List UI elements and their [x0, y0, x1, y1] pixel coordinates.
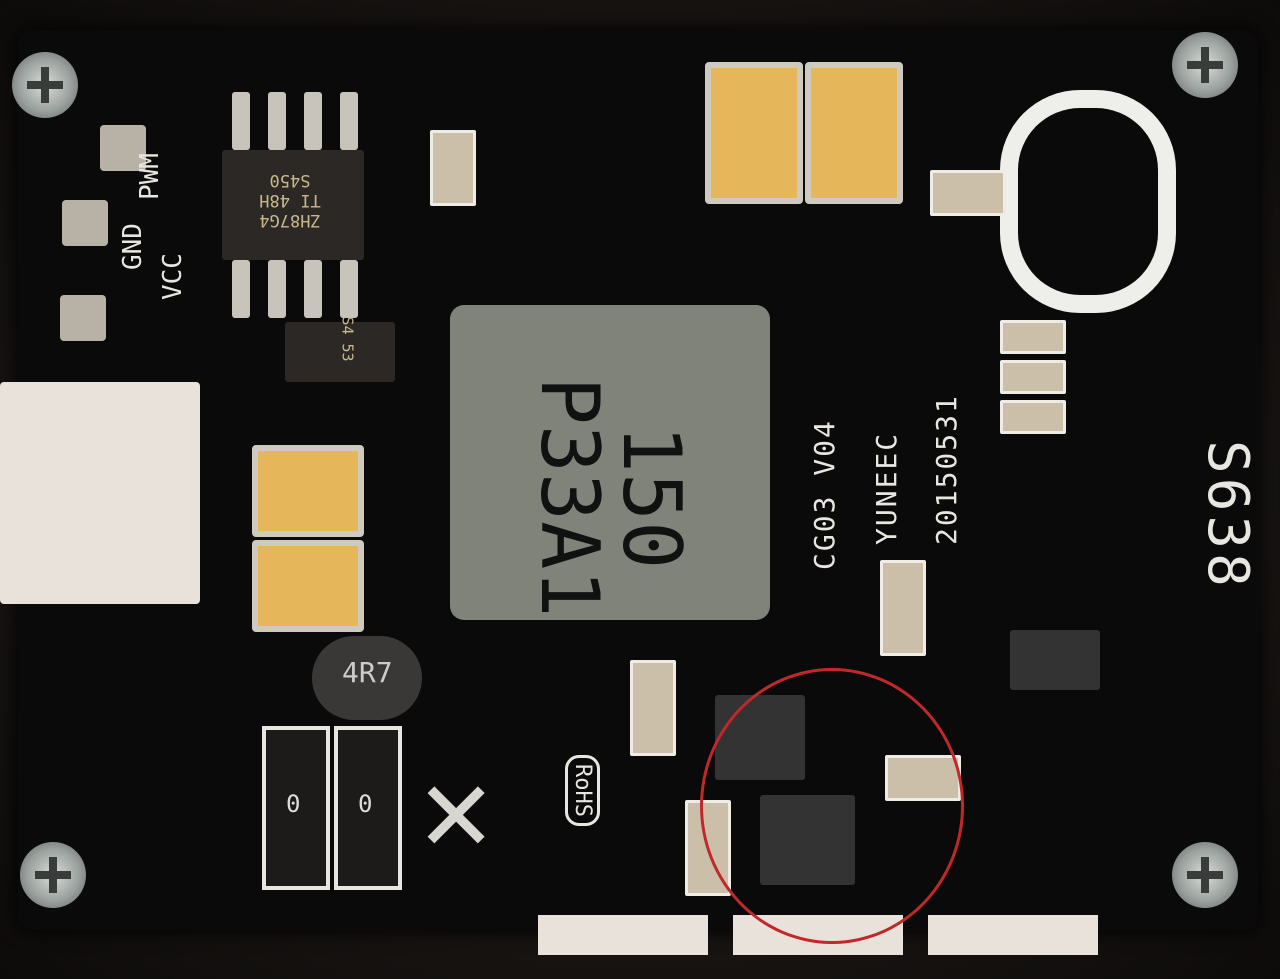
small-inductor-marking: 4R7 — [342, 656, 393, 689]
white-connector — [0, 382, 200, 604]
resistor — [1000, 400, 1066, 434]
diode-marking: S4 53 — [338, 316, 357, 362]
capacitor — [430, 130, 476, 206]
bottom-connector — [538, 915, 708, 955]
soic-ic: ZH87G4 TI 48H S450 — [222, 150, 364, 260]
resistor — [1000, 320, 1066, 354]
screw-bottom-right — [1172, 842, 1238, 908]
capacitor — [880, 560, 926, 656]
date-code: 20150531 — [930, 394, 963, 545]
ic-marking-3: S450 — [269, 170, 311, 190]
resistor-marking: 0 — [358, 790, 373, 818]
capacitor — [930, 170, 1006, 216]
ic-marking-1: ZH87G4 — [259, 210, 321, 230]
pwm-label: PWM — [135, 153, 165, 200]
tantalum-cap — [705, 62, 803, 204]
sot-chip — [1010, 630, 1100, 690]
pwm-pad — [100, 125, 146, 171]
board-id: CG03 V04 — [808, 419, 841, 570]
inductor-part: P33A1 — [523, 376, 616, 618]
tantalum-cap — [805, 62, 903, 204]
vcc-label: VCC — [158, 253, 188, 300]
vcc-pad — [60, 295, 106, 341]
tantalum-cap — [252, 445, 364, 537]
inductor-value: 150 — [605, 424, 698, 570]
screw-top-left — [12, 52, 78, 118]
rohs-label: RoHS — [565, 755, 600, 826]
screw-top-right — [1172, 32, 1238, 98]
ic-marking-2: TI 48H — [259, 190, 321, 210]
resistor — [1000, 360, 1066, 394]
weee-bin-icon: ✕ — [420, 740, 493, 879]
screw-bottom-left — [20, 842, 86, 908]
gnd-label: GND — [118, 223, 148, 270]
tantalum-cap — [252, 540, 364, 632]
bottom-connector — [928, 915, 1098, 955]
small-inductor: 4R7 — [312, 636, 422, 720]
gnd-pad — [62, 200, 108, 246]
capacitor — [630, 660, 676, 756]
brand-label: YUNEEC — [870, 431, 903, 545]
power-inductor: 150 P33A1 — [450, 305, 770, 620]
resistor-marking: 0 — [286, 790, 301, 818]
side-code: S638 — [1195, 440, 1260, 591]
resistor: 0 — [334, 726, 402, 890]
resistor: 0 — [262, 726, 330, 890]
diode: S4 53 — [285, 316, 395, 382]
highlight-circle — [700, 668, 964, 944]
